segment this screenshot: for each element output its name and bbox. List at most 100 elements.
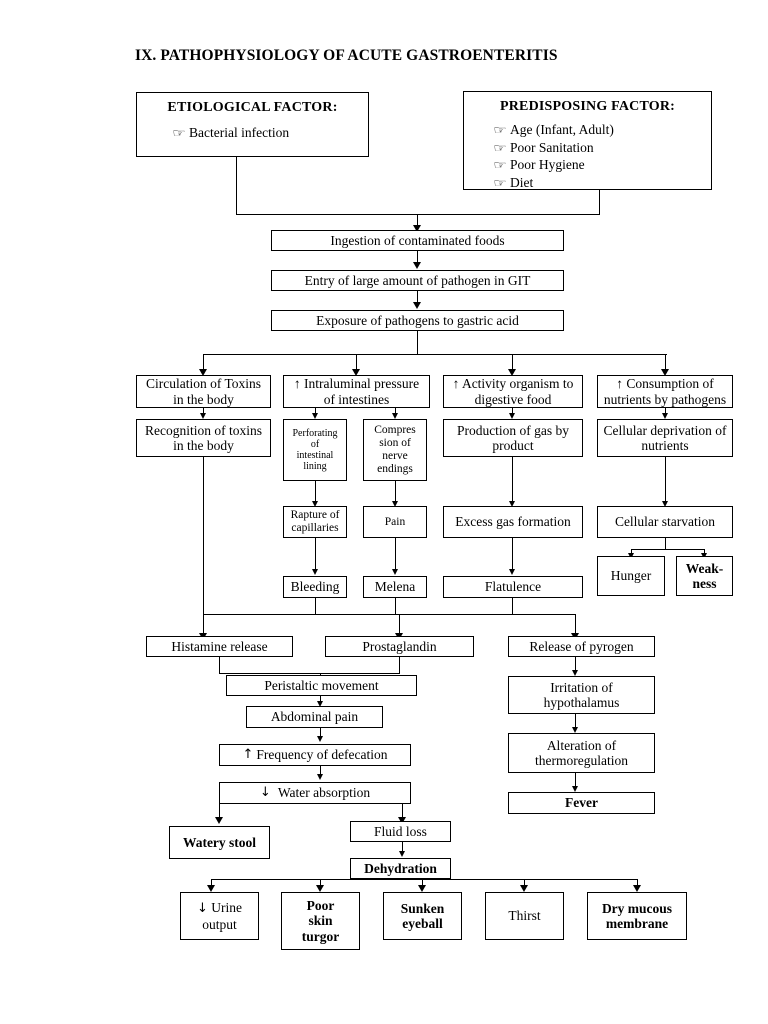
node-intraluminal-pressure: ↑ Intraluminal pressure of intestines <box>283 375 430 408</box>
list-item: ☞ Age (Infant, Adult) <box>490 122 711 138</box>
connector-fluid-down <box>402 803 404 819</box>
connector-depriv-starvation <box>665 457 667 503</box>
arrow-to-consumption <box>661 369 669 376</box>
water-absorption-label: Water absorption <box>277 785 371 801</box>
arrow-to-rapture <box>312 501 318 507</box>
arrow-to-ingestion <box>413 225 421 232</box>
arrow-to-sunken-eyeball <box>418 885 426 892</box>
connector-perf-rapture <box>315 481 317 503</box>
arrow-to-compression <box>392 413 398 419</box>
node-sunken-eyeball: Sunken eyeball <box>383 892 462 940</box>
connector-abdominal-frequency <box>320 728 322 737</box>
node-ingestion: Ingestion of contaminated foods <box>271 230 564 251</box>
arrow-to-frequency <box>317 736 323 742</box>
arrow-to-cellular-starvation <box>662 501 668 507</box>
connector-c2b <box>395 408 397 415</box>
node-abdominal-pain: Abdominal pain <box>246 706 383 728</box>
list-item: ☞ Poor Sanitation <box>490 140 711 156</box>
arrow-to-intraluminal <box>352 369 360 376</box>
node-excess-gas: Excess gas formation <box>443 506 583 538</box>
arrow-to-recognition <box>200 413 206 419</box>
node-fluid-loss: Fluid loss <box>350 821 451 842</box>
arrow-to-dehydration <box>399 851 405 857</box>
connector-peristaltic-abdominal <box>320 696 322 702</box>
connector-rapture-bleeding <box>315 538 317 570</box>
connector-comp-pain <box>395 481 397 503</box>
up-arrow-icon: ↑ <box>242 746 254 762</box>
arrow-to-watery-stool <box>215 817 223 824</box>
arrow-to-dry-mucous <box>633 885 641 892</box>
connector-predisposing-down <box>599 190 601 215</box>
connector-pyrogen-down <box>575 614 577 634</box>
arrow-to-alteration <box>572 727 578 733</box>
connector-c3 <box>512 408 514 415</box>
connector-merge-down <box>417 214 419 228</box>
arrow-to-exposure <box>413 302 421 309</box>
arrow-to-bleeding <box>312 569 318 575</box>
connector-melena-down <box>395 598 397 615</box>
node-urine-output: ↓ Urine output <box>180 892 259 940</box>
list-item: ☞ Bacterial infection <box>169 125 368 141</box>
node-exposure: Exposure of pathogens to gastric acid <box>271 310 564 331</box>
node-activity-organism: ↑ Activity organism to digestive food <box>443 375 583 408</box>
connector-c2a <box>315 408 317 415</box>
connector-turgor-down <box>320 879 322 887</box>
connector-urine-down <box>211 879 213 887</box>
connector-c4 <box>665 408 667 415</box>
node-frequency-defecation: ↑Frequency of defecation <box>219 744 411 766</box>
arrow-to-excess-gas <box>509 501 515 507</box>
node-melena: Melena <box>363 576 427 598</box>
connector-thirst-down <box>524 879 526 887</box>
arrow-to-irritation <box>572 670 578 676</box>
node-entry: Entry of large amount of pathogen in GIT <box>271 270 564 291</box>
connector-fanout-bar <box>203 354 667 356</box>
arrow-to-entry <box>413 262 421 269</box>
predisposing-item-3: Diet <box>510 175 534 191</box>
connector-starvation-bar <box>631 549 705 551</box>
connector-pain-melena <box>395 538 397 570</box>
connector-eyeball-down <box>422 879 424 887</box>
etiological-item-0: Bacterial infection <box>189 125 290 140</box>
connector-entry-exposure <box>417 291 419 303</box>
connector-col1-down <box>203 354 205 370</box>
arrow-to-perforating <box>312 413 318 419</box>
connector-frequency-water <box>320 766 322 775</box>
connector-c1 <box>203 408 205 415</box>
connector-mediator-bar <box>203 614 576 616</box>
page-title: IX. PATHOPHYSIOLOGY OF ACUTE GASTROENTER… <box>135 47 558 64</box>
connector-ingestion-entry <box>417 251 419 263</box>
node-compression: Compres sion of nerve endings <box>363 419 427 481</box>
urine-output-label: Urine output <box>202 900 243 932</box>
arrow-to-pain <box>392 501 398 507</box>
node-consumption-nutrients: ↑ Consumption of nutrients by pathogens <box>597 375 733 408</box>
frequency-defecation-label: Frequency of defecation <box>256 747 388 763</box>
pointing-hand-icon: ☞ <box>493 140 507 155</box>
connector-peristaltic-bar <box>219 673 400 675</box>
connector-hunger-down <box>631 549 633 555</box>
node-production-gas: Production of gas by product <box>443 419 583 457</box>
node-cellular-starvation: Cellular starvation <box>597 506 733 538</box>
node-release-pyrogen: Release of pyrogen <box>508 636 655 657</box>
arrow-to-flatulence <box>509 569 515 575</box>
connector-weakness-down <box>704 549 706 555</box>
node-poor-skin-turgor: Poor skin turgor <box>281 892 360 950</box>
arrow-to-activity <box>508 369 516 376</box>
arrow-to-cellular-deprivation <box>662 413 668 419</box>
connector-col4-down <box>665 354 667 370</box>
connector-etiological-down <box>236 157 238 215</box>
node-thirst: Thirst <box>485 892 564 940</box>
node-alteration-thermoregulation: Alteration of thermoregulation <box>508 733 655 773</box>
arrow-to-water-absorption <box>317 774 323 780</box>
connector-histamine-down <box>219 657 221 674</box>
node-circulation-toxins: Circulation of Toxins in the body <box>136 375 271 408</box>
connector-pyrogen-irritation <box>575 657 577 672</box>
connector-excess-flatulence <box>512 538 514 570</box>
pointing-hand-icon: ☞ <box>493 176 507 191</box>
down-arrow-icon: ↓ <box>196 901 208 917</box>
node-irritation-hypothalamus: Irritation of hypothalamus <box>508 676 655 714</box>
predisposing-item-2: Poor Hygiene <box>510 157 585 173</box>
predisposing-item-1: Poor Sanitation <box>510 139 594 155</box>
connector-dehydration-bar <box>211 879 638 881</box>
node-rapture-capillaries: Rapture of capillaries <box>283 506 347 538</box>
